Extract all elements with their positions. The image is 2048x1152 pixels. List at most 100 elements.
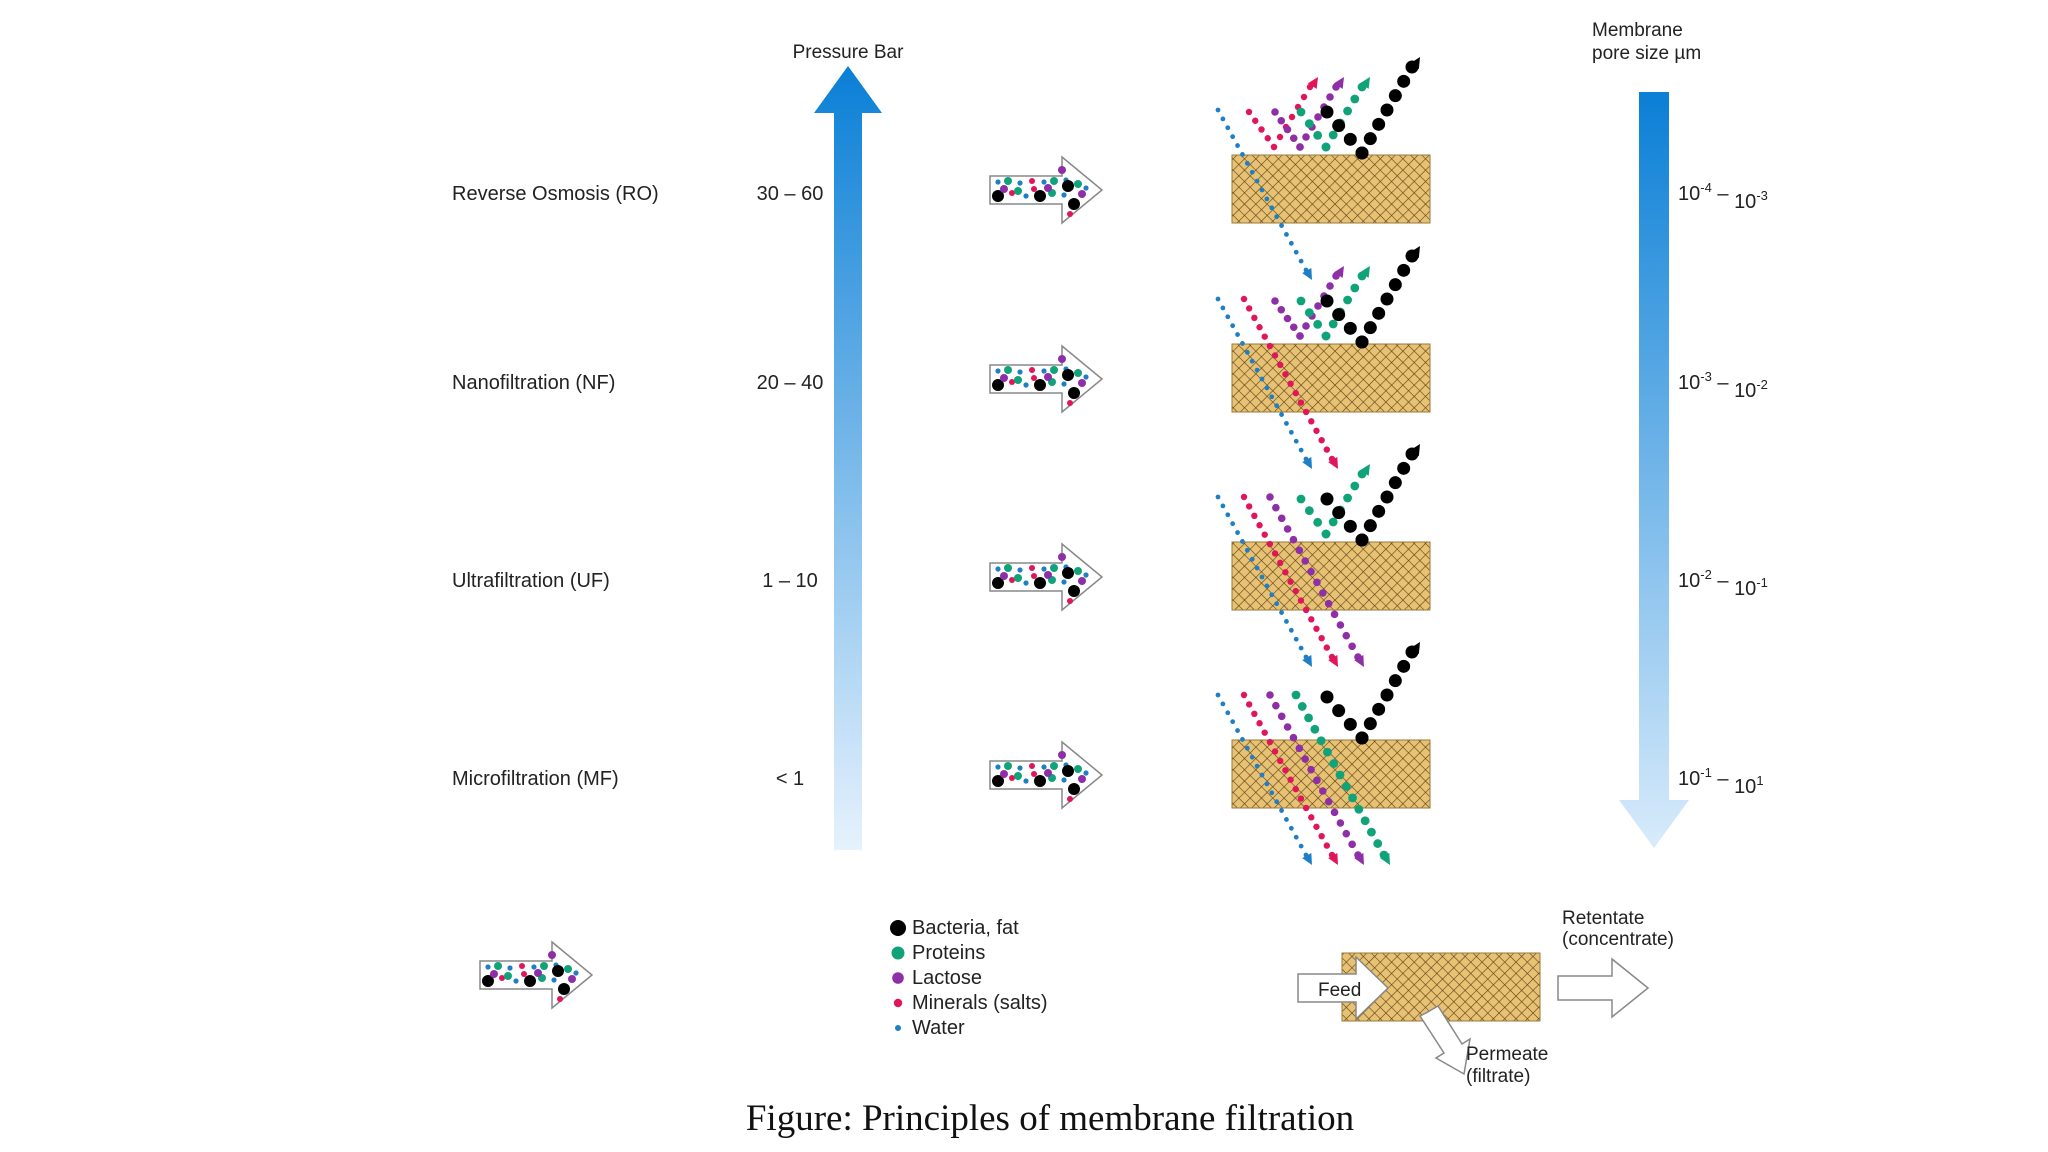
water-particle: [573, 970, 579, 976]
water-arrowhead: [1302, 268, 1312, 280]
bacteria-particle: [1397, 263, 1411, 277]
minerals-particle: [1288, 113, 1296, 121]
lactose-particle: [1342, 829, 1351, 838]
water-particle: [1244, 349, 1250, 355]
pressure-value: 30 – 60: [757, 183, 824, 205]
permeate-arrow: [1418, 1004, 1472, 1076]
minerals-particle: [1300, 93, 1308, 101]
proteins-particle: [1310, 724, 1320, 734]
bacteria-particle: [1320, 690, 1334, 704]
lactose-particle: [548, 951, 556, 959]
bacteria-particle: [1062, 567, 1074, 579]
water-particle: [1061, 192, 1067, 198]
proteins-particle: [1328, 517, 1338, 527]
water-particle: [1023, 580, 1029, 586]
water-particle: [1023, 778, 1029, 784]
lactose-particle: [1078, 379, 1086, 387]
proteins-particle: [1313, 130, 1323, 140]
lactose-particle: [1044, 571, 1052, 579]
minerals-particle: [1271, 352, 1279, 359]
minerals-particle: [1264, 135, 1271, 142]
lactose-particle: [1289, 134, 1298, 143]
lactose-particle: [1277, 116, 1286, 125]
water-particle: [1264, 781, 1270, 787]
minerals-particle: [1256, 720, 1263, 727]
minerals-particle: [1067, 211, 1073, 217]
bacteria-arrowhead: [1409, 444, 1420, 456]
lactose-particle: [1324, 797, 1333, 806]
lactose-particle: [1058, 553, 1066, 561]
proteins-particle: [1341, 782, 1351, 791]
bacteria-particle: [1320, 105, 1334, 119]
minerals-particle: [1009, 379, 1015, 385]
minerals-arrowhead: [1307, 77, 1318, 89]
water-particle: [1041, 179, 1047, 185]
water-particle: [1259, 376, 1265, 382]
water-particle: [1023, 382, 1029, 388]
proteins-particle: [1297, 702, 1307, 711]
lactose-arrowhead: [1354, 655, 1364, 667]
proteins-particle: [1328, 130, 1338, 140]
minerals-particle: [1297, 597, 1305, 604]
lactose-particle: [1044, 769, 1052, 777]
water-particle: [1288, 825, 1294, 831]
bacteria-arrowhead: [1409, 246, 1420, 258]
proteins-arrowhead: [1359, 77, 1370, 89]
minerals-particle: [1323, 842, 1331, 849]
minerals-particle: [1282, 767, 1289, 774]
lactose-particle: [534, 969, 542, 977]
lactose-particle: [1283, 314, 1292, 323]
water-arrowhead: [1302, 853, 1312, 865]
minerals-particle: [1270, 143, 1278, 151]
lactose-legend-dot: [892, 972, 904, 984]
minerals-particle: [1009, 577, 1015, 583]
bacteria-particle: [552, 965, 564, 977]
proteins-particle: [1321, 331, 1331, 341]
lactose-particle: [1302, 133, 1310, 141]
minerals-arrowhead: [1328, 853, 1338, 865]
water-particle: [1269, 592, 1275, 598]
legend-label: Bacteria, fat: [912, 917, 1019, 939]
lactose-particle: [1277, 305, 1286, 314]
lactose-particle: [1000, 374, 1008, 382]
minerals-particle: [1277, 559, 1284, 567]
water-particle: [1225, 314, 1231, 320]
bacteria-legend-dot: [890, 920, 906, 936]
lactose-particle: [568, 975, 576, 983]
lactose-particle: [1319, 589, 1327, 597]
water-particle: [1017, 567, 1023, 573]
lactose-particle: [1307, 765, 1315, 774]
feed-arrow-icon: [989, 344, 1104, 414]
lactose-particle: [1000, 185, 1008, 193]
bacteria-particle: [992, 190, 1004, 202]
lactose-particle: [1296, 332, 1304, 340]
lactose-particle: [1348, 840, 1356, 849]
minerals-particle: [1287, 578, 1294, 585]
proteins-arrowhead: [1359, 266, 1370, 278]
minerals-particle: [1266, 540, 1274, 548]
lactose-particle: [1301, 755, 1309, 763]
proteins-particle: [1074, 765, 1082, 773]
minerals-particle: [1240, 691, 1248, 699]
water-particle: [1240, 737, 1245, 742]
water-particle: [1249, 754, 1255, 760]
pressure-axis-label: Pressure Bar: [793, 42, 905, 63]
water-particle: [1298, 843, 1304, 849]
minerals-particle: [1245, 305, 1253, 312]
bacteria-particle: [1380, 103, 1394, 117]
bacteria-particle: [1034, 775, 1046, 787]
lactose-particle: [1283, 125, 1292, 134]
water-particle: [1041, 368, 1047, 374]
proteins-particle: [1004, 564, 1012, 572]
lactose-particle: [1319, 787, 1327, 795]
lactose-particle: [1307, 567, 1315, 576]
figure-caption: Figure: Principles of membrane filtratio…: [746, 1098, 1354, 1139]
lactose-particle: [1324, 599, 1333, 608]
proteins-particle: [1296, 107, 1306, 117]
minerals-particle: [1292, 587, 1299, 595]
water-particle: [1244, 160, 1250, 166]
minerals-particle: [1009, 190, 1015, 196]
